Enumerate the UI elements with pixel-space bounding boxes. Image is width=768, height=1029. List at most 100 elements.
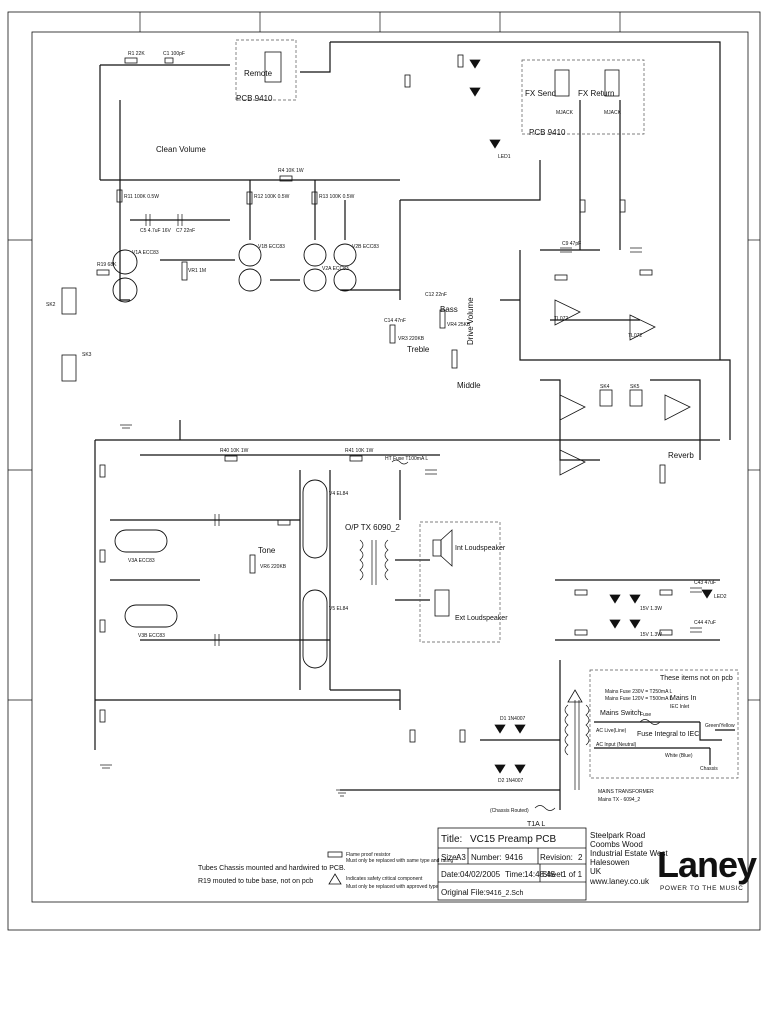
ic1-label: TL072 <box>554 316 568 322</box>
c7-label: C7 22nF <box>176 228 195 234</box>
date-value: 04/02/2005 <box>460 870 501 879</box>
revision-value: 2 <box>578 853 583 862</box>
tube-v3b-label: V3B ECC83 <box>138 633 165 639</box>
capacitor-symbols <box>145 214 702 646</box>
address-web: www.laney.co.uk <box>589 877 650 886</box>
vr1-label: VR1 1M <box>188 268 206 274</box>
zener1-label: 15V 1.3W <box>640 606 662 612</box>
items-not-on-pcb-label: These items not on pcb <box>660 675 733 682</box>
address-line4: Halesowen <box>590 858 630 867</box>
date-key: Date: <box>441 870 460 879</box>
potentiometer-symbols <box>181 261 666 574</box>
reverb-label: Reverb <box>668 451 694 460</box>
r4-label: R4 10K 1W <box>278 168 304 174</box>
tube-v2 <box>238 243 357 292</box>
number-key: Number: <box>471 853 502 862</box>
diode-symbols <box>469 59 713 774</box>
address-line1: Steelpark Road <box>590 831 645 840</box>
tube-v3 <box>114 529 178 628</box>
flame-proof-subnote: Must only be replaced with same type and… <box>346 858 453 864</box>
mains-fuse-line1: Mains Fuse 230V = T250mA L <box>605 689 673 695</box>
sheet-value: 1 of 1 <box>562 870 583 879</box>
critical-note: Indicates safety critical component <box>346 876 423 882</box>
address-line2: Coombs Wood <box>590 840 643 849</box>
iec-inlet-label: IEC Inlet <box>670 704 690 710</box>
fx-pcb-outline <box>521 59 645 135</box>
jack-symbols <box>61 51 643 617</box>
sk3-label: SK3 <box>82 352 92 358</box>
vr6-label: VR6 220KB <box>260 564 287 570</box>
r11-label: R11 100K 0.5W <box>124 194 159 200</box>
time-key: Time: <box>505 870 525 879</box>
c12-label: C12 22nF <box>425 292 447 298</box>
original-file-key: Original File: <box>441 888 486 897</box>
r19-note: R19 mouted to tube base, not on pcb <box>198 878 313 885</box>
laney-logo: Laney <box>657 844 757 885</box>
title-block-frame <box>437 827 587 901</box>
mains-transformer-label: MAINS TRANSFORMER <box>598 789 654 795</box>
c5-label: C5 4.7uF 16V <box>140 228 172 234</box>
mains-off-pcb-outline <box>589 669 739 779</box>
led1-label: LED1 <box>498 154 511 160</box>
ground-symbols <box>100 424 348 797</box>
c43-label: C43 47uF <box>694 580 716 586</box>
vr3-label: VR3 220KB <box>398 336 425 342</box>
tone-label: Tone <box>258 546 276 555</box>
main-wiring <box>94 41 731 810</box>
fx-send-label: FX Send <box>525 89 556 98</box>
r13-label: R13 100K 0.5W <box>319 194 355 200</box>
address-line3: Industrial Estate West <box>590 849 668 858</box>
ht-fuse-label: HT Fuse T100mA L <box>385 456 428 462</box>
output-transformer <box>359 539 389 585</box>
tube-v4-v5 <box>302 479 328 669</box>
laney-tagline: POWER TO THE MUSIC <box>660 885 743 892</box>
fx-return-jack-label: MJACK <box>604 110 622 116</box>
r40-label: R40 10K 1W <box>220 448 249 454</box>
clean-volume-label: Clean Volume <box>156 145 206 154</box>
fuse-integral-label: Fuse Integral to IEC <box>637 731 699 738</box>
fx-return-label: FX Return <box>578 89 614 98</box>
zener2-label: 15V 1.3W <box>640 632 662 638</box>
ic2-label: TL072 <box>628 333 642 339</box>
fuse-symbols <box>391 459 661 811</box>
vr4-label: VR4 25KB <box>447 322 471 328</box>
middle-label: Middle <box>457 381 481 390</box>
r12-label: R12 100K 0.5W <box>254 194 290 200</box>
address-line5: UK <box>590 867 602 876</box>
d2-label: D2 1N4007 <box>498 778 524 784</box>
mains-transformer <box>564 689 590 790</box>
c44-label: C44 47uF <box>694 620 716 626</box>
r41-label: R41 10K 1W <box>345 448 374 454</box>
number-value: 9416 <box>505 853 523 862</box>
tube-v1 <box>112 249 138 303</box>
fx-send-jack-label: MJACK <box>556 110 574 116</box>
sk2-label: SK2 <box>46 302 56 308</box>
drive-volume-label: Drive Volume <box>466 297 475 345</box>
page-frame <box>7 11 761 931</box>
resistor-symbols <box>96 54 673 743</box>
tube-v5-label: V5 EL84 <box>329 606 348 612</box>
ac-live-label: AC Live(Line) <box>596 728 627 734</box>
tube-v4-label: V4 EL84 <box>329 491 348 497</box>
c1-label: C1 100pF <box>163 51 185 57</box>
mains-wiring <box>594 721 735 765</box>
mains-tx-number: Mains TX - 6094_2 <box>598 797 640 803</box>
mains-fuse-line2: Mains Fuse 120V = T500mA L <box>605 696 673 702</box>
white-blue-label: White (Blue) <box>665 753 693 759</box>
r1-label: R1 22K <box>128 51 145 57</box>
speaker-outline <box>419 521 501 643</box>
flame-proof-symbol <box>327 851 343 858</box>
critical-subnote: Must only be replaced with approved type <box>346 884 438 890</box>
ext-loudspeaker-label: Ext Loudspeaker <box>455 615 508 622</box>
size-key: Size: <box>441 853 459 862</box>
tube-v3a-label: V3A ECC83 <box>128 558 155 564</box>
flame-proof-note: Flame proof resistor <box>346 852 391 858</box>
speaker-symbols <box>432 529 453 567</box>
fuse-label: Fuse <box>640 712 651 718</box>
sheet-key: Sheet <box>542 870 564 879</box>
title-value: VC15 Preamp PCB <box>470 834 556 845</box>
fx-pcb-label: PCB 9410 <box>529 128 566 137</box>
d1-label: D1 1N4007 <box>500 716 526 722</box>
